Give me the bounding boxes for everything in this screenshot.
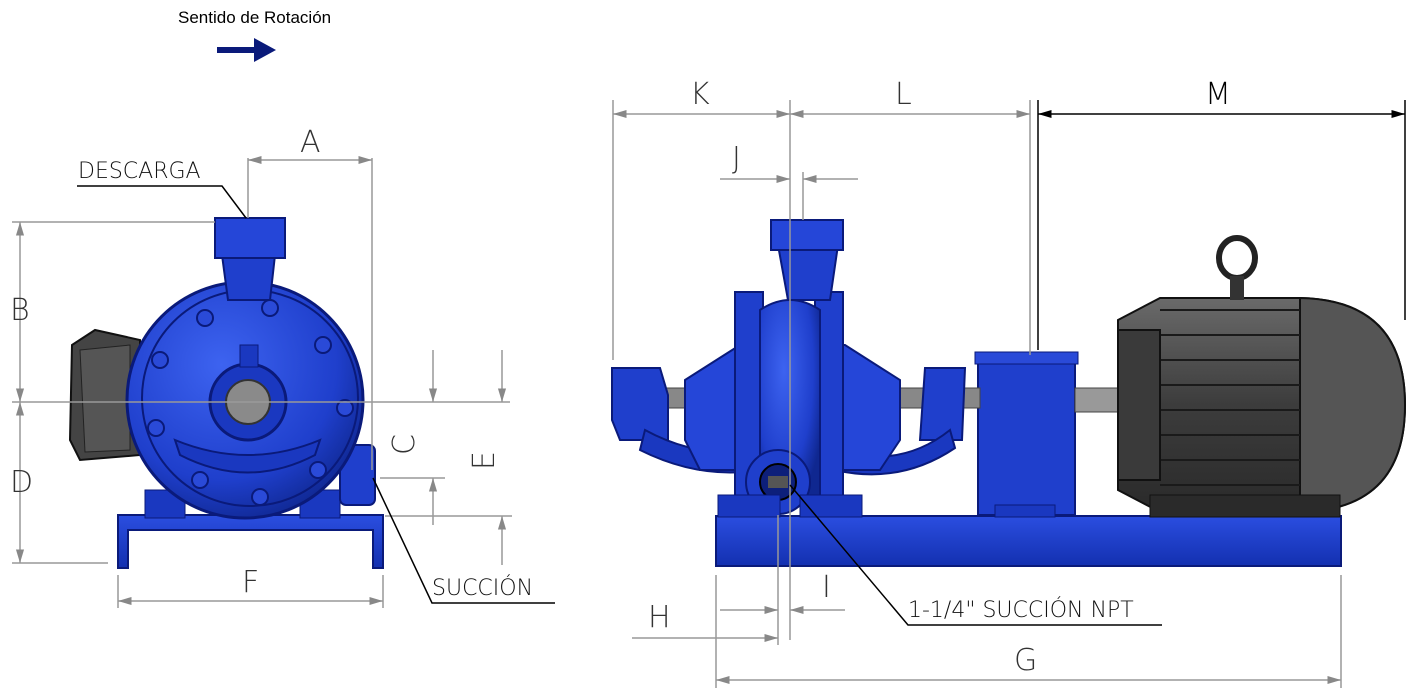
dim-label-m: M: [1205, 77, 1231, 112]
dim-label-h: H: [648, 600, 671, 635]
dimension-m: [1037, 100, 1406, 350]
descarga-label: DESCARGA: [78, 159, 201, 184]
succion-npt-label: 1-1/4" SUCCIÓN NPT: [908, 598, 1134, 623]
dim-label-g: G: [1014, 643, 1038, 678]
arrow-right-icon: [217, 38, 276, 62]
pump-front-view: [68, 217, 384, 569]
pump-side-view: [611, 219, 1407, 567]
dim-label-d: D: [10, 465, 34, 500]
succion-label: SUCCIÓN: [432, 576, 534, 601]
dim-label-f: F: [242, 565, 260, 600]
front-view-dimensions: [12, 155, 512, 608]
succion-leader: [372, 477, 555, 604]
side-view-dimensions: [612, 100, 1342, 688]
dim-label-i: I: [822, 570, 831, 605]
dim-label-c: C: [387, 434, 422, 455]
dim-label-b: B: [10, 293, 30, 328]
dim-label-j: J: [732, 141, 741, 176]
dim-label-e: E: [467, 451, 502, 470]
dim-label-k: K: [690, 77, 710, 112]
descarga-leader: [77, 185, 247, 219]
rotation-caption: Sentido de Rotación: [178, 8, 332, 27]
succion-npt-leader: [789, 484, 1162, 626]
dim-label-l: L: [895, 77, 912, 112]
dim-label-a: A: [300, 125, 321, 160]
